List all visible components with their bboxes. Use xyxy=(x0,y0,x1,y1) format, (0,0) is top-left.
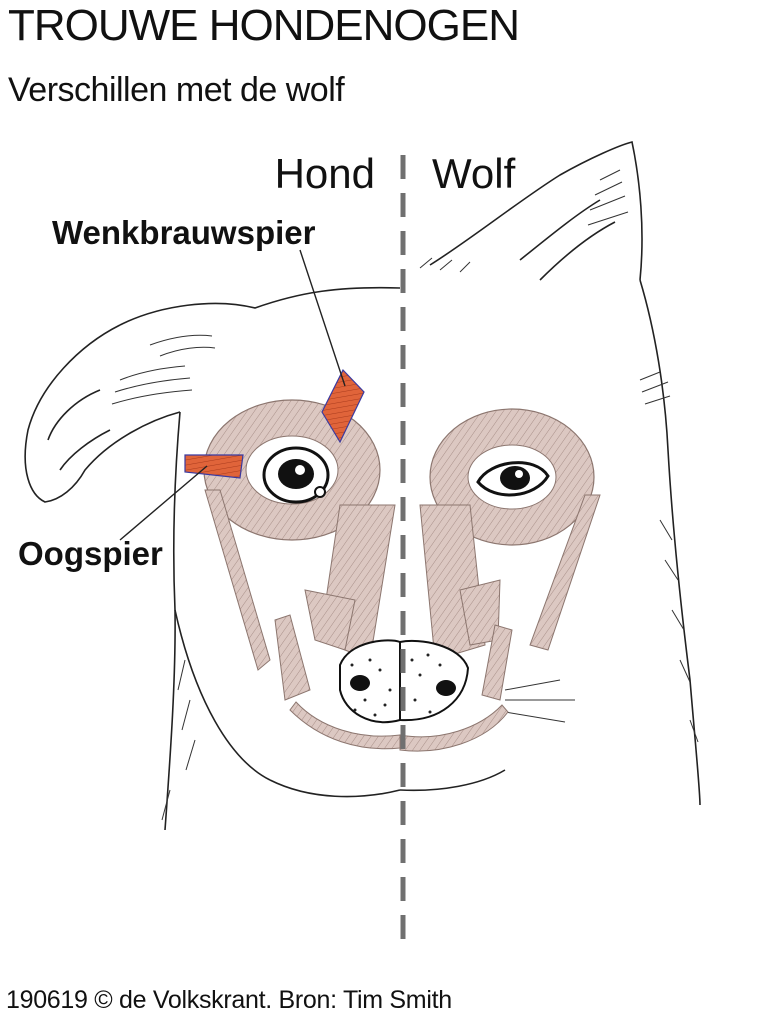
dog-eye xyxy=(262,446,330,504)
wolf-nose xyxy=(399,639,470,722)
wolf-side-label: Wolf xyxy=(432,150,516,197)
wolf-facial-muscles xyxy=(399,494,601,752)
eyebrow-muscle-label: Wenkbrauwspier xyxy=(52,214,316,251)
dog-side-label: Hond xyxy=(275,150,375,197)
dog-head-outline xyxy=(24,286,401,831)
dog-fur-strokes xyxy=(111,334,216,821)
wolf-fur-strokes xyxy=(419,169,699,743)
eye-muscle-leader xyxy=(119,465,208,541)
eyebrow-muscle-highlight xyxy=(321,368,365,444)
eye-muscle-label: Oogspier xyxy=(18,535,163,572)
dog-facial-muscles xyxy=(204,489,401,750)
wolf-head-outline xyxy=(399,141,701,806)
footer-credit: 190619 © de Volkskrant. Bron: Tim Smith xyxy=(6,986,452,1014)
page-subtitle: Verschillen met de wolf xyxy=(8,71,345,109)
page-title: TROUWE HONDENOGEN xyxy=(8,1,520,50)
wolf-eye xyxy=(476,461,550,497)
dog-nose xyxy=(339,639,401,724)
eye-muscle-highlight xyxy=(184,454,244,479)
eyebrow-muscle-leader xyxy=(299,249,346,387)
